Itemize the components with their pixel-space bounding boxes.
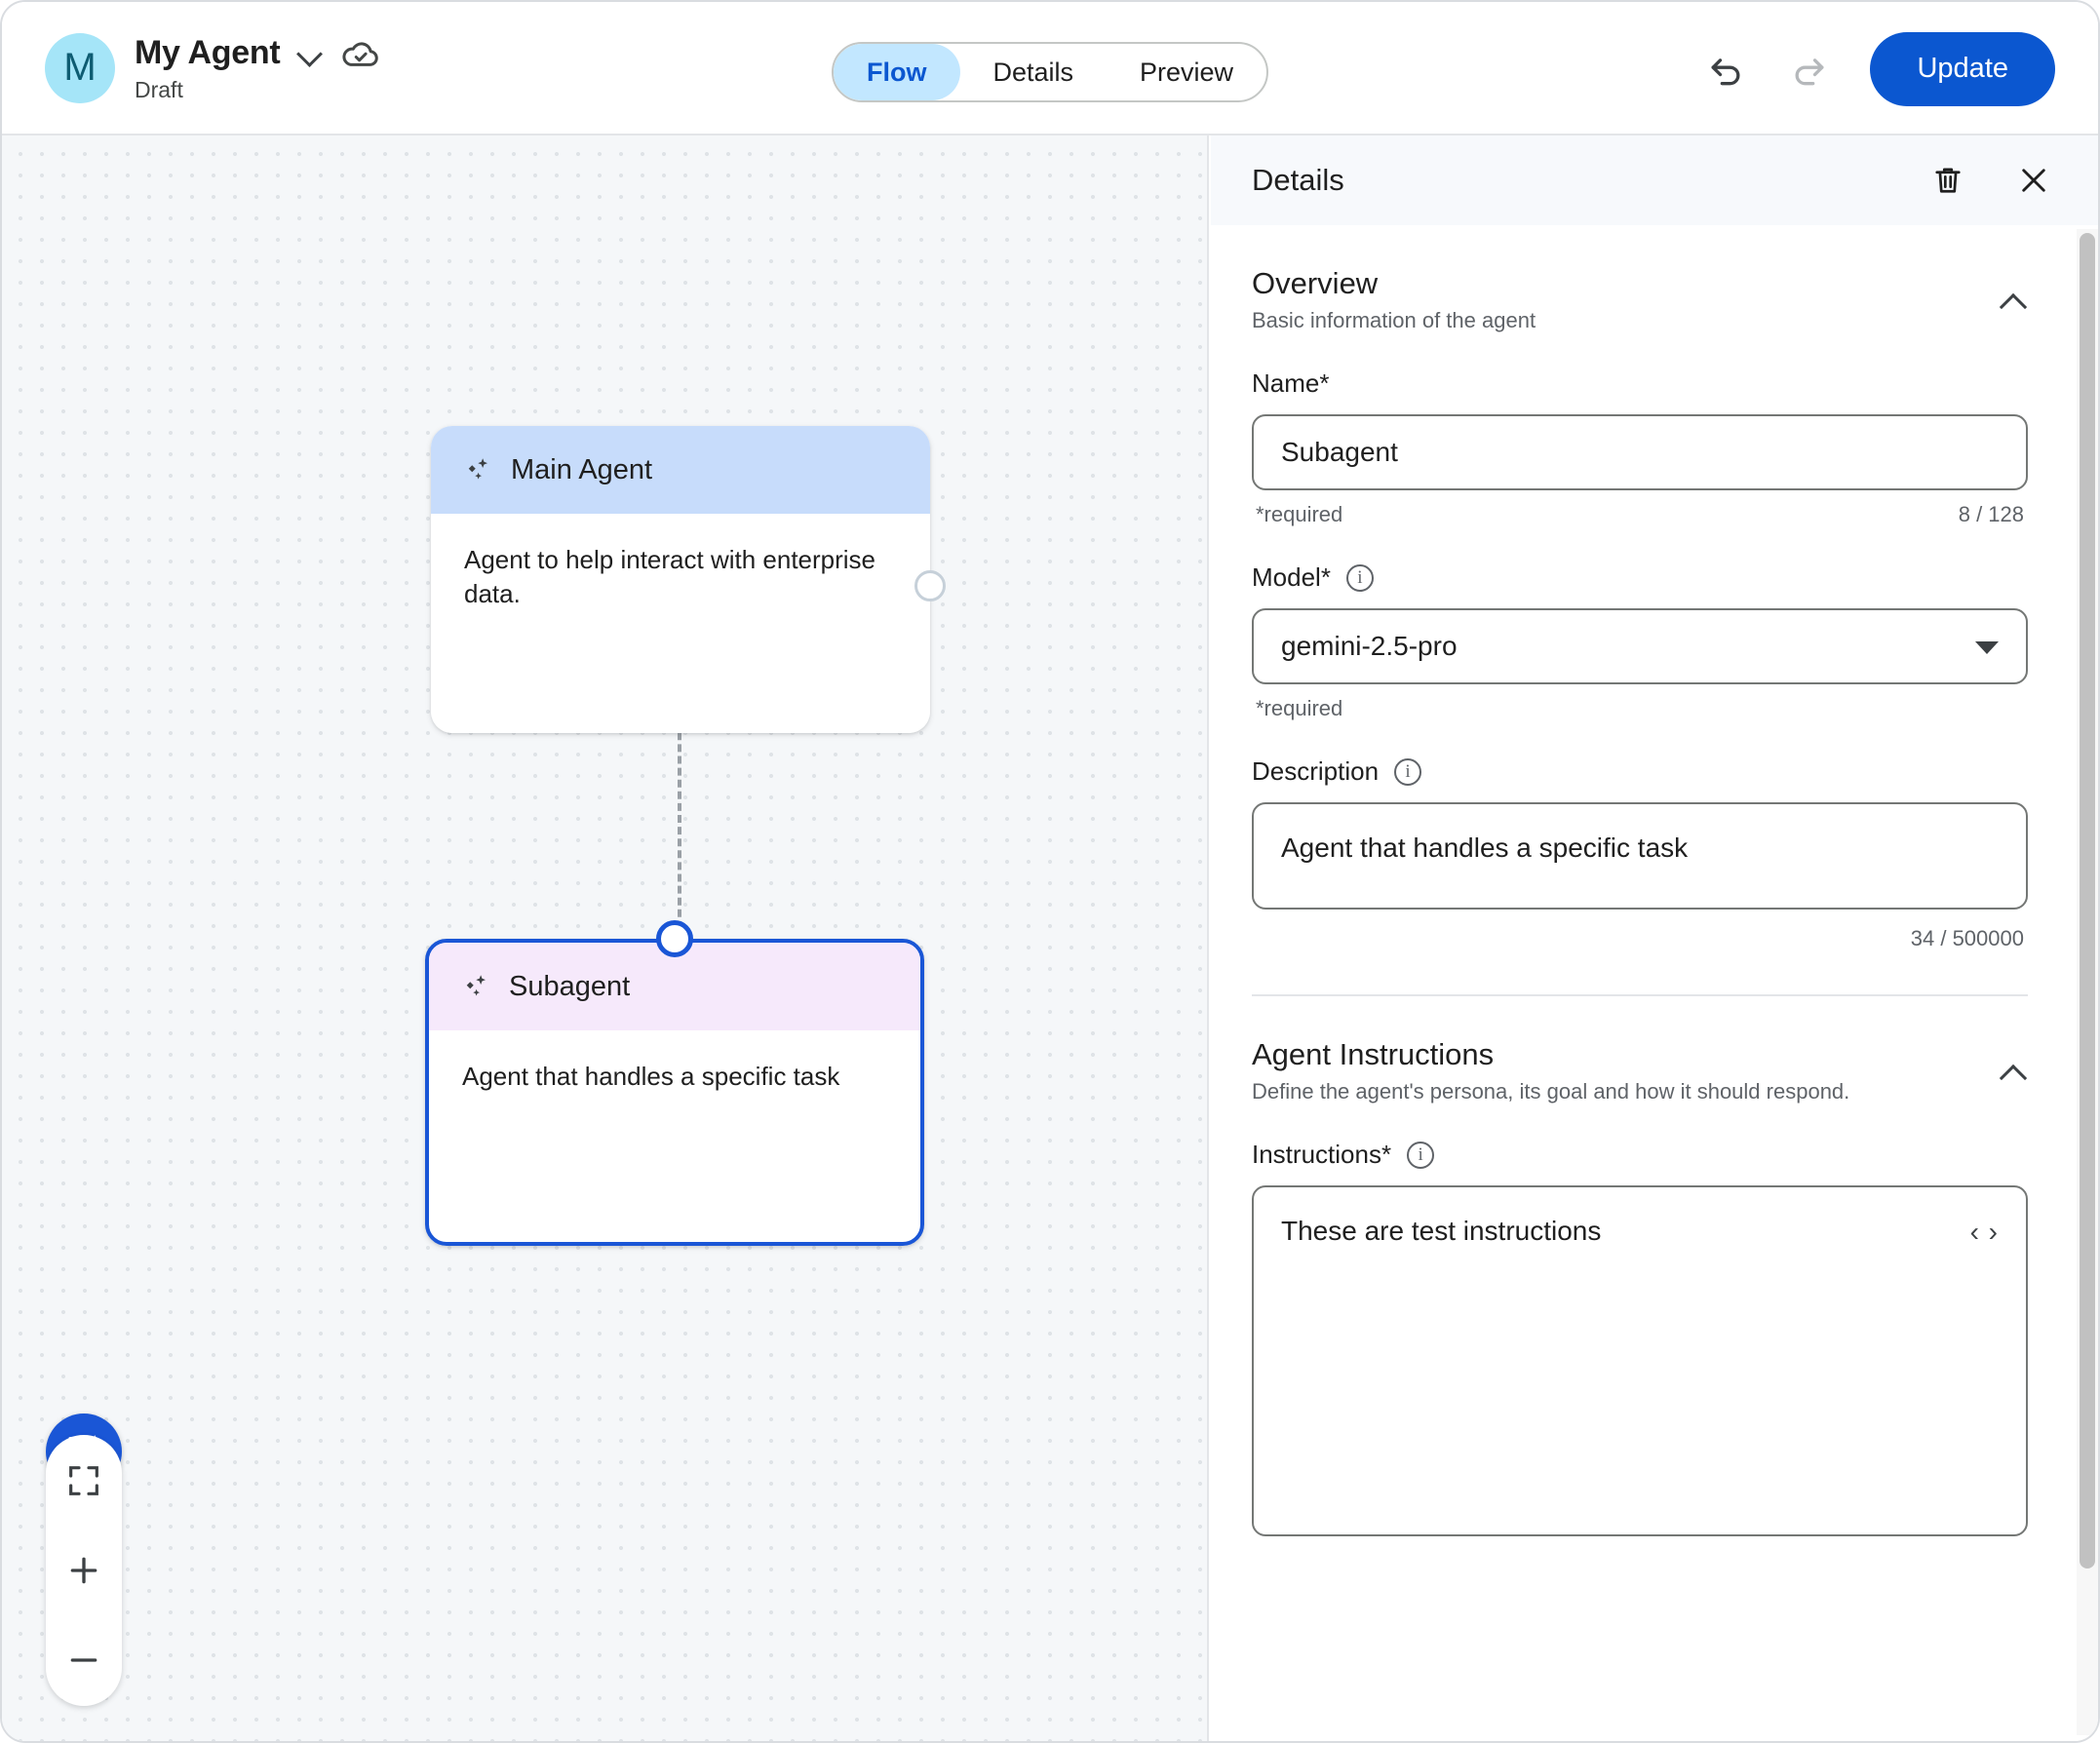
flow-node-main-agent-description: Agent to help interact with enterprise d…	[464, 545, 876, 608]
section-overview-header[interactable]: Overview Basic information of the agent	[1252, 225, 2028, 333]
tab-preview[interactable]: Preview	[1140, 57, 1234, 87]
field-name: Name* *required 8 / 128	[1252, 368, 2028, 527]
details-panel-header: Details	[1211, 136, 2098, 225]
zoom-out-button[interactable]	[59, 1636, 108, 1685]
details-panel-scrollbar-thumb[interactable]	[2080, 233, 2095, 1569]
flow-node-subagent-inner: Subagent Agent that handles a specific t…	[425, 939, 924, 1246]
model-select[interactable]	[1252, 608, 2028, 684]
trash-icon[interactable]	[1925, 157, 1971, 204]
view-tabs: Flow Details Preview	[831, 42, 1269, 102]
field-description: Description i 34 / 500000	[1252, 756, 2028, 951]
section-agent-instructions-subtitle: Define the agent's persona, its goal and…	[1252, 1079, 1850, 1104]
zoom-controls	[46, 1435, 122, 1706]
field-model-required-note: *required	[1256, 696, 1343, 720]
info-icon[interactable]: i	[1345, 563, 1374, 592]
page-title: My Agent	[135, 34, 281, 71]
details-panel-actions	[1925, 157, 2057, 204]
agent-status-label: Draft	[135, 76, 183, 102]
section-overview-subtitle: Basic information of the agent	[1252, 308, 1536, 332]
redo-icon[interactable]	[1786, 46, 1833, 93]
flow-node-subagent[interactable]: Subagent Agent that handles a specific t…	[425, 920, 924, 1246]
flow-node-subagent-description: Agent that handles a specific task	[462, 1062, 840, 1091]
flow-canvas[interactable]: Main Agent Agent to help interact with e…	[2, 136, 1209, 1741]
field-name-required-note: *required	[1256, 502, 1343, 526]
field-model-footer: *required	[1252, 696, 2028, 721]
title-row: My Agent	[135, 33, 381, 74]
field-description-footer: 34 / 500000	[1252, 926, 2028, 951]
details-panel-title: Details	[1252, 163, 1344, 197]
field-name-footer: *required 8 / 128	[1252, 502, 2028, 527]
title-block: My Agent Draft	[135, 33, 381, 103]
top-bar: M My Agent Draft Flow Details Pr	[2, 2, 2098, 136]
field-name-label-row: Name*	[1252, 368, 2028, 399]
section-agent-instructions-header[interactable]: Agent Instructions Define the agent's pe…	[1252, 996, 2028, 1104]
flow-node-main-agent-header: Main Agent	[431, 426, 930, 514]
field-instructions-label-row: Instructions* i	[1252, 1140, 2028, 1170]
field-model: Model* i *required	[1252, 562, 2028, 721]
name-input[interactable]	[1252, 414, 2028, 490]
chevron-down-icon[interactable]	[297, 41, 323, 66]
section-agent-instructions-title: Agent Instructions	[1252, 1037, 1495, 1071]
section-overview-title: Overview	[1252, 266, 1379, 300]
node-handle-top[interactable]	[656, 920, 693, 957]
section-agent-instructions-text: Agent Instructions Define the agent's pe…	[1252, 1037, 1999, 1104]
details-panel-scrollbar[interactable]	[2077, 229, 2098, 1735]
info-icon[interactable]: i	[1407, 1141, 1435, 1169]
field-model-label-row: Model* i	[1252, 562, 2028, 593]
field-description-counter: 34 / 500000	[1910, 926, 2024, 950]
flow-node-main-agent-inner: Main Agent Agent to help interact with e…	[431, 426, 930, 733]
top-bar-actions: Update	[1702, 2, 2055, 136]
field-model-label: Model*	[1252, 562, 1331, 592]
sparkle-icon	[462, 972, 491, 1001]
field-description-label: Description	[1252, 756, 1380, 786]
flow-node-subagent-header: Subagent	[429, 943, 920, 1030]
undo-icon[interactable]	[1702, 46, 1749, 93]
tab-flow[interactable]: Flow	[833, 44, 960, 100]
field-instructions: Instructions* i ‹ ›	[1252, 1140, 2028, 1541]
section-overview-text: Overview Basic information of the agent	[1252, 266, 1999, 333]
instructions-input[interactable]	[1252, 1185, 2028, 1536]
node-handle-right[interactable]	[914, 570, 946, 601]
zoom-in-button[interactable]	[59, 1546, 108, 1595]
field-name-counter: 8 / 128	[1958, 502, 2024, 526]
close-icon[interactable]	[2010, 157, 2057, 204]
edge-main-to-subagent	[678, 697, 681, 941]
details-panel: Details	[1211, 136, 2098, 1741]
chevron-up-icon[interactable]	[1999, 288, 2028, 317]
field-name-label: Name*	[1252, 368, 1330, 398]
info-icon[interactable]: i	[1394, 757, 1422, 786]
details-panel-body[interactable]: Overview Basic information of the agent …	[1211, 225, 2069, 1741]
chevron-up-icon[interactable]	[1999, 1059, 2028, 1088]
section-divider	[1252, 994, 2028, 996]
flow-node-main-agent[interactable]: Main Agent Agent to help interact with e…	[431, 426, 946, 733]
fit-screen-icon[interactable]	[59, 1456, 108, 1505]
cloud-done-icon	[340, 33, 381, 74]
agent-brand: M My Agent Draft	[45, 32, 381, 103]
field-instructions-label: Instructions*	[1252, 1140, 1392, 1169]
instructions-textarea-holder: ‹ ›	[1252, 1185, 2028, 1541]
code-view-toggle-icon[interactable]: ‹ ›	[1969, 1217, 1999, 1247]
avatar: M	[45, 32, 115, 103]
description-input[interactable]	[1252, 802, 2028, 910]
update-button[interactable]: Update	[1870, 31, 2055, 106]
flow-node-main-agent-title: Main Agent	[511, 453, 653, 485]
model-select-wrap	[1252, 608, 2028, 684]
sparkle-icon	[464, 455, 493, 484]
tab-details[interactable]: Details	[992, 57, 1073, 87]
field-description-label-row: Description i	[1252, 756, 2028, 787]
flow-node-subagent-title: Subagent	[509, 970, 631, 1002]
